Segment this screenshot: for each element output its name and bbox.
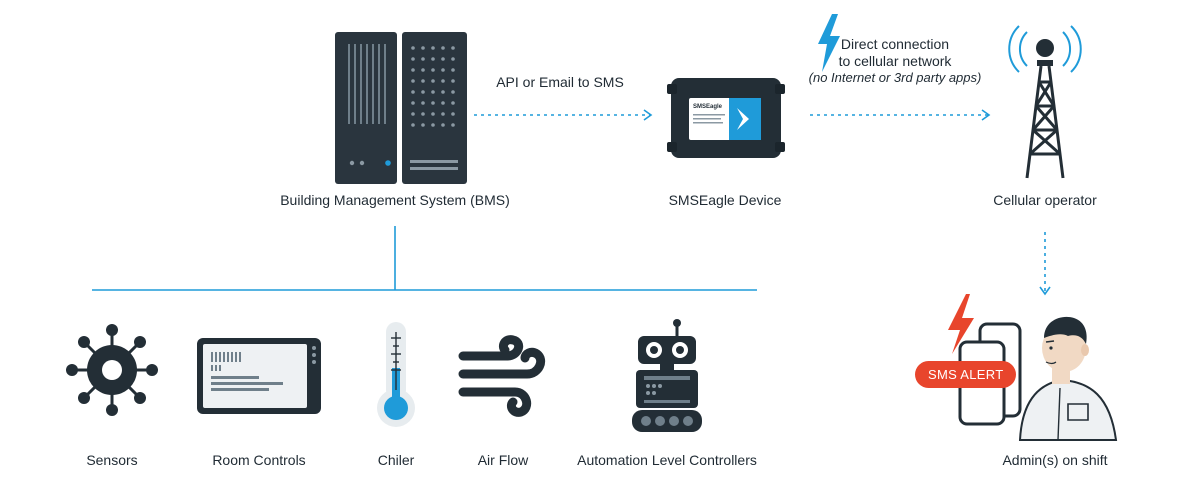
device-label: SMSEagle Device (668, 192, 782, 208)
server-dot (411, 112, 415, 116)
admin-label: Admin(s) on shift (1002, 452, 1108, 468)
bms-label: Building Management System (BMS) (280, 192, 510, 208)
chiler-label: Chiler (377, 452, 415, 468)
server-dot (451, 79, 455, 83)
server-dot (451, 68, 455, 72)
server-dot (441, 123, 445, 127)
air-flow-label: Air Flow (477, 452, 529, 468)
server-dot (421, 57, 425, 61)
thermometer-icon (372, 320, 420, 430)
automation-controllers-label: Automation Level Controllers (577, 452, 757, 468)
direct-connection-line2: to cellular network (838, 53, 952, 69)
sensors-label: Sensors (86, 452, 138, 468)
server-dot (411, 46, 415, 50)
server-dot (431, 57, 435, 61)
server-dot (451, 57, 455, 61)
sensor-icon (62, 320, 162, 420)
arrow-head (643, 109, 653, 121)
server-dot (441, 46, 445, 50)
server-dot (441, 112, 445, 116)
server-dot (421, 68, 425, 72)
alert-lightning-icon (948, 294, 974, 354)
arrow-head (981, 109, 991, 121)
server-dot (411, 68, 415, 72)
server-dot (421, 101, 425, 105)
server-dot (411, 101, 415, 105)
sms-alert-badge: SMS ALERT (915, 361, 1017, 388)
device-brand: SMSEagle (693, 104, 723, 110)
robot-icon (632, 318, 702, 434)
server-dot (431, 79, 435, 83)
server-dot (441, 90, 445, 94)
server-dot (421, 112, 425, 116)
server-dot (421, 90, 425, 94)
bms-server-icon (335, 32, 467, 184)
server-dot (411, 57, 415, 61)
smseagle-device-icon: SMSEagle (667, 72, 785, 164)
server-dot (441, 57, 445, 61)
server-dot (431, 68, 435, 72)
arrow-head (1039, 286, 1051, 296)
server-dot (421, 46, 425, 50)
server-dot (441, 101, 445, 105)
direct-connection-note: (no Internet or 3rd party apps) (808, 70, 982, 85)
server-dot (421, 79, 425, 83)
room-controls-icon (197, 338, 321, 414)
room-controls-label: Room Controls (212, 452, 306, 468)
server-dot (431, 123, 435, 127)
api-label: API or Email to SMS (496, 74, 624, 90)
server-dot (411, 79, 415, 83)
direct-connection-line1: Direct connection (840, 36, 950, 52)
server-dot (421, 123, 425, 127)
server-dot (431, 101, 435, 105)
lightning-icon (816, 14, 842, 77)
cell-tower-icon (1005, 20, 1085, 180)
air-flow-icon (457, 335, 549, 417)
operator-label: Cellular operator (993, 192, 1097, 208)
server-dot (431, 90, 435, 94)
server-dot (451, 46, 455, 50)
server-dot (431, 112, 435, 116)
server-dot (451, 101, 455, 105)
server-dot (441, 68, 445, 72)
server-dot (411, 123, 415, 127)
server-dot (411, 90, 415, 94)
server-dot (451, 123, 455, 127)
server-dot (431, 46, 435, 50)
server-dot (451, 112, 455, 116)
server-dot (451, 90, 455, 94)
server-dot (441, 79, 445, 83)
